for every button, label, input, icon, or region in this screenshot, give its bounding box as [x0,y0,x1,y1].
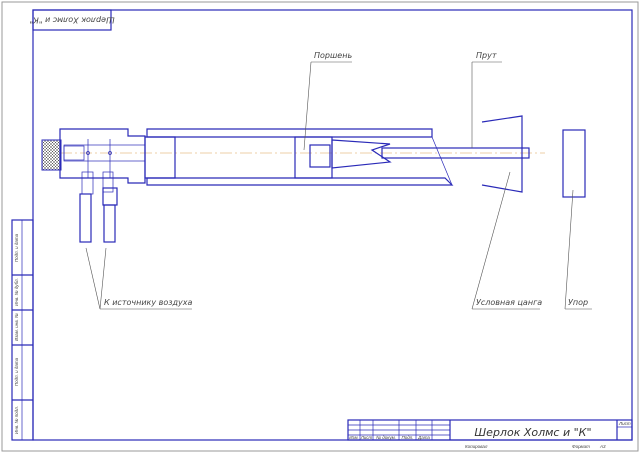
corner-title-box: Шерлок Холмс и "К" [29,9,115,31]
col-date: Дата [417,435,430,440]
side-label-podp-data-2: Подп. и дата [14,233,19,262]
col-signature: Подп. [402,435,414,440]
col-izm: Изм. [349,435,359,440]
col-list: Лист [360,435,373,440]
label-rod-text: Прут [476,51,497,60]
rod [381,147,530,159]
side-strip: Инв. № подл. Подп. и дата Взам. инв. № И… [11,219,34,441]
label-collet-text: Условная цанга [476,298,542,307]
label-stop: Упор [564,189,592,310]
sheet-label: Лист [618,421,631,426]
drawing-title: Шерлок Холмс и "К" [474,426,591,439]
label-collet: Условная цанга [471,171,542,310]
label-air-source-text: К источнику воздуха [104,298,193,307]
label-air-source: К источнику воздуха [85,247,193,310]
knurled-cap [41,139,62,171]
barrel-tube [144,128,454,186]
title-block: Изм. Лист № докум. Подп. Дата Шерлок Хол… [347,419,633,449]
label-stop-text: Упор [568,298,588,307]
piston [294,136,392,179]
side-label-podp-data-1: Подп. и дата [14,357,19,386]
col-doc-number: № докум. [376,435,396,440]
label-piston: Поршень [303,51,352,151]
side-label-vzam-inv: Взам. инв. № [14,313,19,341]
label-rod: Прут [471,51,502,148]
corner-title: Шерлок Холмс и "К" [29,16,114,25]
collet [481,115,523,193]
format-label: Формат [572,444,590,449]
label-piston-text: Поршень [314,51,352,60]
copied-label: Копировал [465,444,488,449]
air-inlet-head [41,128,146,184]
air-fittings [79,171,118,243]
side-label-inv-podl: Инв. № подл. [14,406,19,434]
drawing-frame [32,9,633,441]
side-label-inv-dubl: Инв. № дубл. [14,278,19,306]
stop-block [562,129,586,198]
format-value: A3 [599,444,606,449]
